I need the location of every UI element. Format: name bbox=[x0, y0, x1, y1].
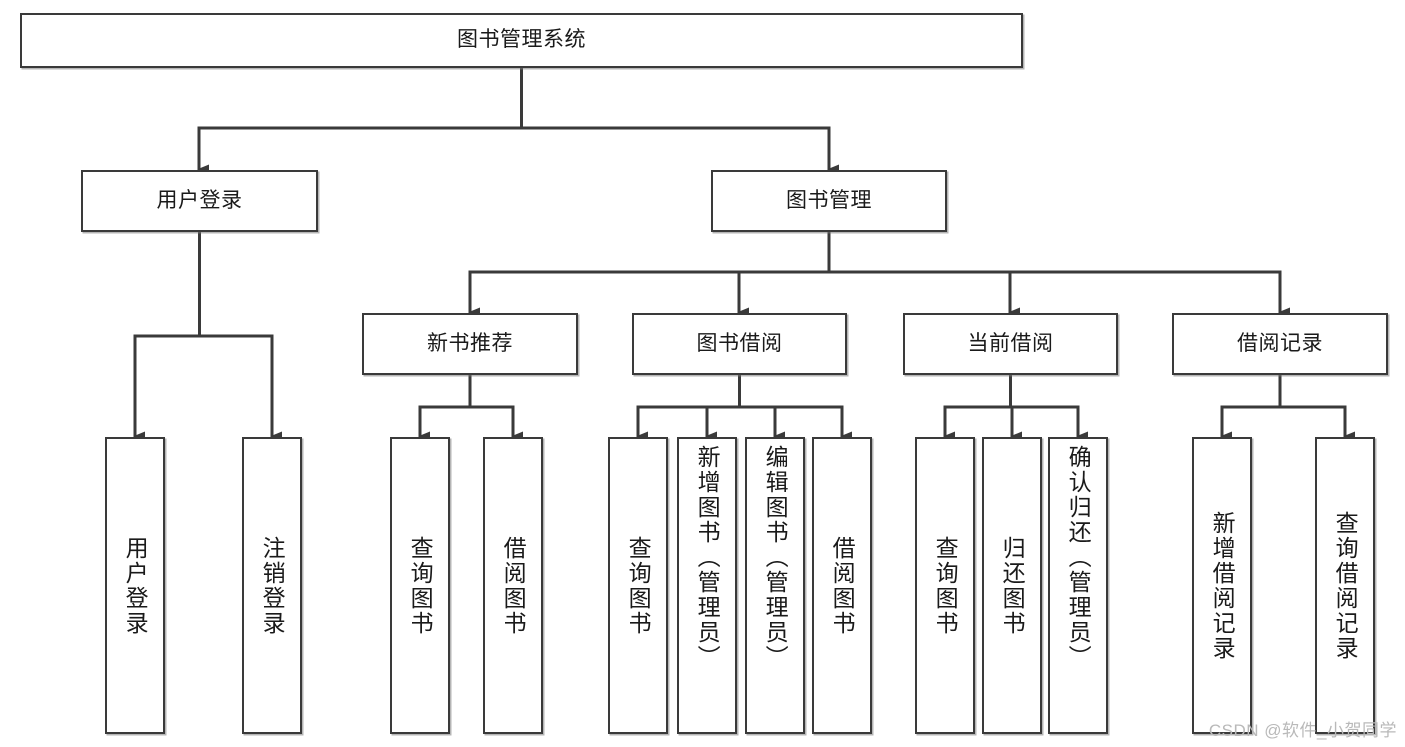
leaf-borrow-book-1-label: 借阅图书 bbox=[500, 535, 527, 636]
node-new-book-recommend[interactable]: 新书推荐 bbox=[362, 313, 578, 375]
node-root-label: 图书管理系统 bbox=[457, 28, 586, 52]
node-book-manage[interactable]: 图书管理 bbox=[711, 170, 947, 232]
leaf-confirm-return[interactable]: 确认归还（管理员） bbox=[1048, 437, 1108, 734]
leaf-user-login[interactable]: 用户登录 bbox=[105, 437, 165, 734]
leaf-query-book-3[interactable]: 查询图书 bbox=[915, 437, 975, 734]
tree-edges bbox=[133, 66, 1355, 441]
leaf-add-record[interactable]: 新增借阅记录 bbox=[1192, 437, 1252, 734]
node-user-login-label: 用户登录 bbox=[156, 188, 243, 212]
leaf-add-book-label: 新增图书（管理员） bbox=[694, 445, 721, 670]
node-book-borrow[interactable]: 图书借阅 bbox=[632, 313, 847, 375]
node-current-borrow-label: 当前借阅 bbox=[967, 331, 1054, 355]
leaf-return-book-label: 归还图书 bbox=[999, 535, 1026, 636]
leaf-query-record-label: 查询借阅记录 bbox=[1332, 510, 1359, 661]
node-user-login[interactable]: 用户登录 bbox=[81, 170, 318, 232]
leaf-query-record[interactable]: 查询借阅记录 bbox=[1315, 437, 1375, 734]
leaf-logout[interactable]: 注销登录 bbox=[242, 437, 302, 734]
node-root[interactable]: 图书管理系统 bbox=[20, 13, 1023, 68]
leaf-borrow-book-2[interactable]: 借阅图书 bbox=[812, 437, 872, 734]
node-new-book-recommend-label: 新书推荐 bbox=[427, 331, 513, 355]
leaf-logout-label: 注销登录 bbox=[259, 535, 286, 636]
csdn-watermark: CSDN @软件_小贺同学 bbox=[1208, 721, 1397, 740]
leaf-confirm-return-label: 确认归还（管理员） bbox=[1065, 445, 1092, 670]
leaf-borrow-book-2-label: 借阅图书 bbox=[829, 535, 856, 636]
leaf-edit-book-label: 编辑图书（管理员） bbox=[762, 445, 789, 670]
leaf-return-book[interactable]: 归还图书 bbox=[982, 437, 1042, 734]
leaf-edit-book[interactable]: 编辑图书（管理员） bbox=[745, 437, 805, 734]
leaf-add-book[interactable]: 新增图书（管理员） bbox=[677, 437, 737, 734]
leaf-query-book-1-label: 查询图书 bbox=[407, 535, 434, 636]
leaf-query-book-1[interactable]: 查询图书 bbox=[390, 437, 450, 734]
leaf-borrow-book-1[interactable]: 借阅图书 bbox=[483, 437, 543, 734]
node-book-manage-label: 图书管理 bbox=[786, 188, 872, 212]
node-current-borrow[interactable]: 当前借阅 bbox=[903, 313, 1118, 375]
leaf-query-book-2[interactable]: 查询图书 bbox=[608, 437, 668, 734]
node-borrow-record-label: 借阅记录 bbox=[1237, 331, 1323, 355]
node-borrow-record[interactable]: 借阅记录 bbox=[1172, 313, 1388, 375]
leaf-user-login-label: 用户登录 bbox=[122, 535, 149, 636]
leaf-query-book-2-label: 查询图书 bbox=[625, 535, 652, 636]
node-book-borrow-label: 图书借阅 bbox=[696, 331, 783, 355]
leaf-query-book-3-label: 查询图书 bbox=[932, 535, 959, 636]
leaf-add-record-label: 新增借阅记录 bbox=[1209, 510, 1236, 661]
